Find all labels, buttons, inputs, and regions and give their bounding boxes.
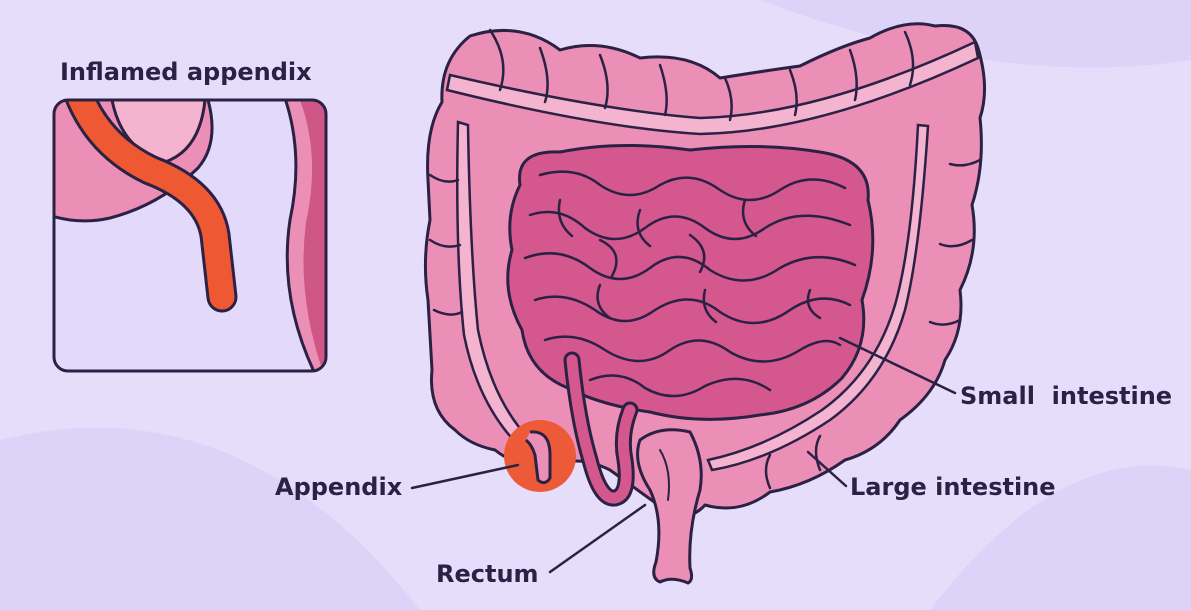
small-intestine-loops bbox=[523, 170, 857, 398]
small-intestine-mass bbox=[506, 143, 875, 421]
large-intestine-label: Large intestine bbox=[850, 473, 1056, 501]
ileum bbox=[566, 354, 636, 504]
appendix-highlight bbox=[504, 420, 576, 492]
rectum-label: Rectum bbox=[436, 560, 539, 588]
small-intestine-leader-line bbox=[838, 336, 957, 395]
appendix-leader-line bbox=[410, 463, 520, 490]
large-intestine-leader-line bbox=[806, 450, 848, 488]
inflamed-appendix-label: Inflamed appendix bbox=[60, 58, 312, 86]
small-intestine-label: Small intestine bbox=[960, 382, 1173, 410]
leader-lines bbox=[410, 336, 957, 574]
background-wave-left bbox=[0, 427, 420, 610]
rectum-leader-line bbox=[548, 503, 647, 574]
appendix-label: Appendix bbox=[275, 473, 403, 501]
background-wave-right bbox=[930, 465, 1191, 610]
inset-frame bbox=[52, 98, 328, 373]
appendix bbox=[524, 430, 552, 485]
inset-colon-wall-shade bbox=[296, 100, 326, 371]
transverse-colon-band bbox=[445, 40, 980, 136]
background-wave-top bbox=[760, 0, 1191, 68]
small-intestine bbox=[506, 143, 875, 507]
inflamed-appendix-inset bbox=[52, 98, 328, 373]
descending-colon-band bbox=[706, 123, 930, 472]
inset-appendix bbox=[65, 100, 235, 310]
rectum bbox=[636, 428, 703, 585]
